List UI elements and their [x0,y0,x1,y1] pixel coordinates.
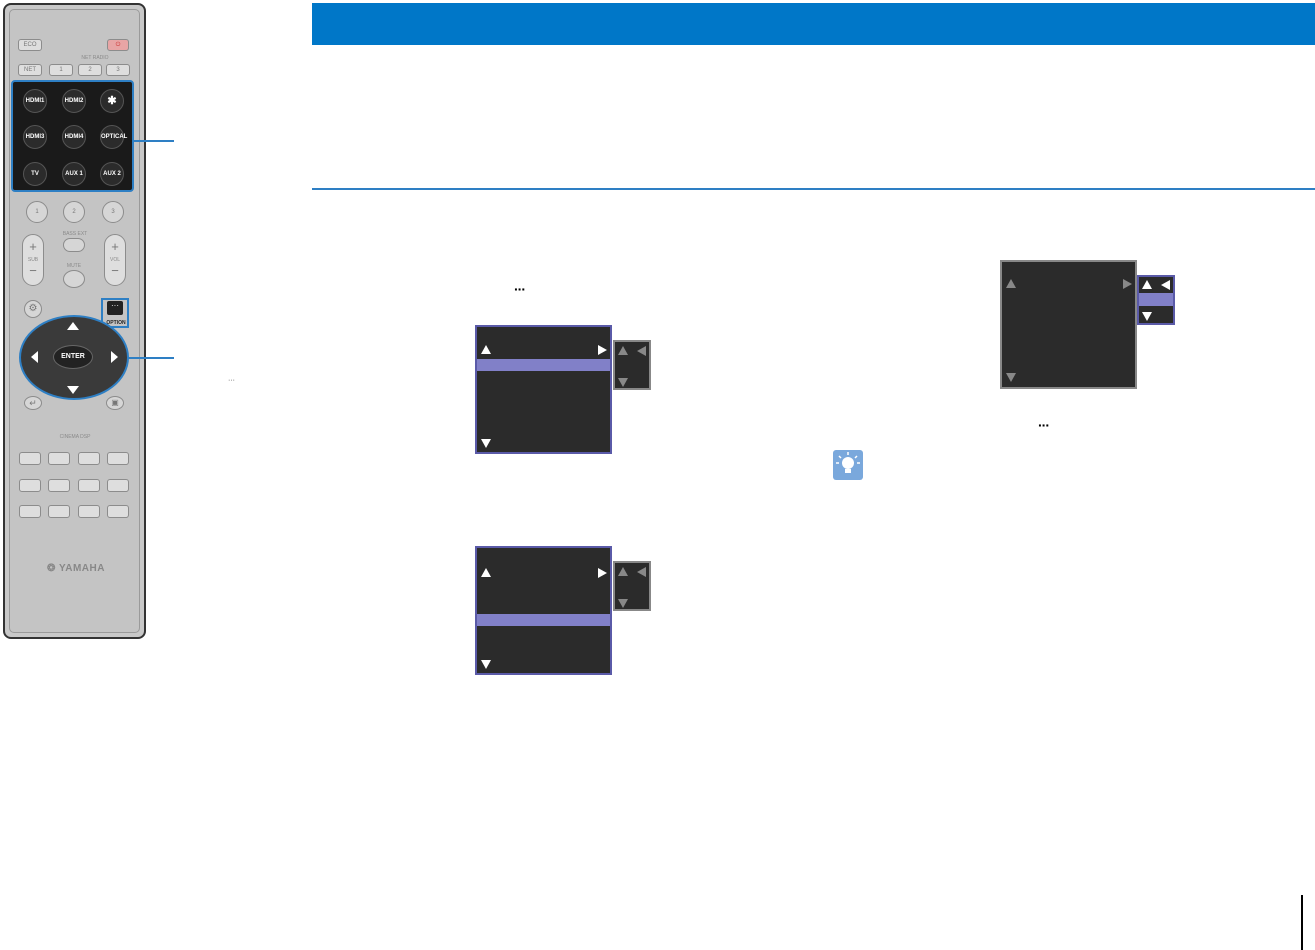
sub-selection-highlight [1139,293,1173,306]
hdmi2-button: HDMI2 [62,89,86,113]
setup-gear-icon: ⚙ [24,300,42,318]
option-glyph: ··· [514,281,526,297]
cinema-dsp-label: CINEMA DSP [59,434,91,440]
scroll-up-icon [481,568,491,577]
menu-screen-2 [475,546,612,675]
sub-up-icon [618,567,628,576]
next-icon [1123,279,1132,289]
sub-down-icon [618,599,628,608]
sub-label: SUB [27,257,39,263]
net-button: NET [18,64,42,76]
submenu-indicator-2 [613,561,651,611]
dsp-3d-button [107,452,129,465]
vol-plus-label: + [111,239,119,254]
program-2-button: 2 [63,201,85,223]
scroll-down-icon [1006,373,1016,382]
selection-highlight [477,614,610,626]
return-icon: ↵ [24,396,42,410]
preset-1-button: 1 [49,64,73,76]
dsp-movie-button [19,452,41,465]
aux1-button: AUX 1 [62,162,86,186]
option-label: OPTION [106,320,126,326]
net-radio-label: NET RADIO [81,55,109,61]
section-header-bar [312,3,1315,45]
sub-up-icon [618,346,628,355]
lightbulb-icon [833,450,863,480]
next-icon [598,345,607,355]
cursor-down-icon [67,386,79,394]
dsp-target-button [78,479,100,492]
dsp-blank-button [107,479,129,492]
cursor-up-icon [67,322,79,330]
dsp-music-button [48,452,70,465]
volume-rocker: +− [104,234,126,286]
cursor-left-icon [31,351,38,363]
sub-down-icon [618,378,628,387]
hdmi3-button: HDMI3 [23,125,47,149]
aux2-button: AUX 2 [100,162,124,186]
bass-button [48,505,70,518]
sub-back-icon [637,346,646,356]
next-icon [598,568,607,578]
scroll-up-icon [481,345,491,354]
sub-up-icon [1142,280,1152,289]
bass-ext-button [63,238,85,252]
sub-down-icon [1142,312,1152,321]
optical-button: OPTICAL [100,125,127,149]
scroll-up-icon [1006,279,1016,288]
page-marker [1301,895,1303,950]
mys-button [107,505,129,518]
info-icon: ▣ [106,396,124,410]
mute-label: MUTE [66,263,82,269]
bass-ext-label: BASS EXT [62,231,88,237]
subwoofer-rocker: +− [22,234,44,286]
scroll-down-icon [481,660,491,669]
dsp-stereo-button [48,479,70,492]
scroll-down-icon [481,439,491,448]
vol-label: VOL [109,257,120,263]
connect-button [78,505,100,518]
program-1-button: 1 [26,201,48,223]
vol-minus-label: − [111,263,119,278]
submenu-indicator-1 [613,340,651,390]
sub-plus-label: + [29,239,37,254]
preset-3-button: 3 [106,64,130,76]
callout-line-cursor [128,357,174,359]
section-divider [312,188,1315,190]
hdmi1-button: HDMI1 [23,89,47,113]
clear-voice-button [19,505,41,518]
hdmi4-button: HDMI4 [62,125,86,149]
sub-back-icon [1161,280,1170,290]
option-glyph-2: ··· [1038,417,1050,433]
dsp-surround-button [19,479,41,492]
selection-highlight [477,359,610,371]
program-3-button: 3 [102,201,124,223]
mute-icon [63,270,85,288]
bluetooth-icon: ✱ [100,89,124,113]
brand-logo: ❂ YAMAHA [47,563,105,574]
enter-button: ENTER [53,345,93,369]
callout-line-inputs [134,140,174,142]
power-icon: ⏻ [107,39,129,51]
sub-back-icon [637,567,646,577]
sub-minus-label: − [29,263,37,278]
submenu-active-3 [1137,275,1175,325]
cursor-right-icon [111,351,118,363]
menu-screen-1 [475,325,612,454]
tv-button: TV [23,162,47,186]
option-button: ··· [107,301,123,315]
eco-button: ECO [18,39,42,51]
preset-2-button: 2 [78,64,102,76]
option-glyph-small: ··· [228,377,235,384]
dsp-entertain-button [78,452,100,465]
menu-screen-3 [1000,260,1137,389]
